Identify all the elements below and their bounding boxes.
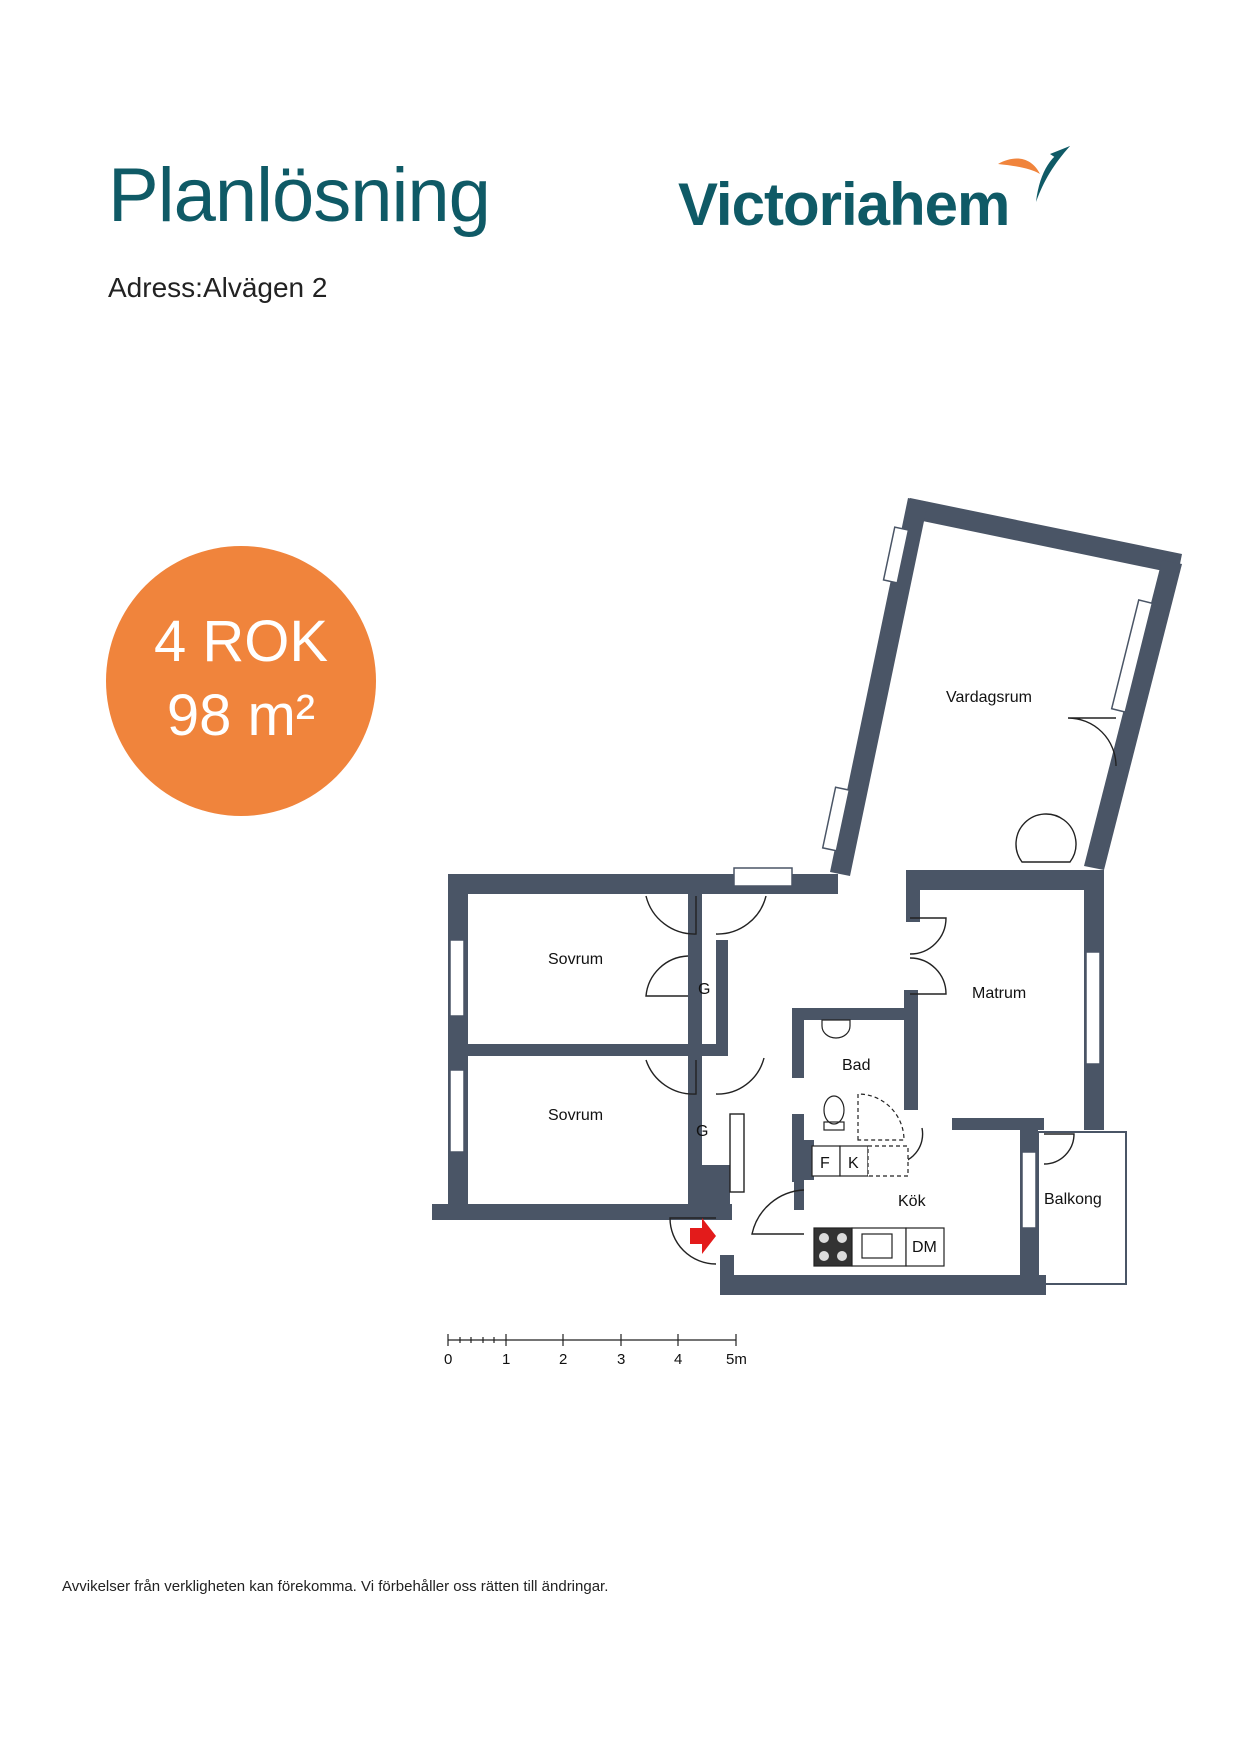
kitchen-sink-icon (861, 1233, 893, 1259)
kitchen-wall-left (794, 1180, 804, 1210)
door-closet1 (645, 955, 689, 997)
logo-swoosh-icon (998, 146, 1070, 202)
window-dining (1085, 951, 1101, 1065)
door-bedroom1 (645, 895, 697, 935)
sink-icon (821, 1019, 851, 1039)
closet-wall-2 (716, 940, 728, 1056)
window-living-left-top (882, 526, 910, 584)
badge-rooms: 4 ROK (153, 609, 329, 674)
burner-icon (837, 1251, 847, 1261)
closet-wall (688, 894, 702, 1220)
scale-bar (447, 1334, 737, 1346)
scale-label-2: 2 (559, 1351, 567, 1368)
dining-wall-top (906, 870, 1104, 890)
scale-label-4: 4 (674, 1351, 682, 1368)
door-dining-1 (909, 917, 947, 955)
door-living-1 (1067, 717, 1117, 767)
door-bedroom2-b (715, 1057, 765, 1095)
dishwasher-box (905, 1227, 945, 1267)
bath-fixtures (821, 1019, 905, 1141)
living-wall-right (1084, 560, 1182, 870)
kitchen-wall-bottom (720, 1275, 1038, 1295)
living-wall-left (830, 498, 928, 876)
address-value: Alvägen 2 (202, 272, 328, 303)
page-title: Planlösning (108, 153, 491, 238)
label-bathroom: Bad (842, 1057, 870, 1074)
door-balcony (1043, 1133, 1075, 1165)
living-wall-top (908, 498, 1182, 574)
window-bedroom2 (449, 1069, 465, 1153)
window-kitchen (1021, 1151, 1037, 1229)
bath-wall-left-2 (792, 1114, 804, 1182)
label-freezer: K (848, 1155, 859, 1172)
label-dishwasher: DM (912, 1239, 937, 1256)
scale-label-0: 0 (444, 1351, 452, 1368)
label-balcony: Balkong (1044, 1191, 1102, 1208)
doors (645, 717, 1117, 1265)
burner-icon (819, 1233, 829, 1243)
stove-burners (819, 1233, 847, 1261)
dining-inner-wall (904, 990, 918, 1110)
door-dining-2 (909, 957, 947, 995)
walls (432, 498, 1182, 1295)
label-kitchen: Kök (898, 1193, 927, 1210)
windows (449, 526, 1154, 1229)
bath-wall-top (792, 1008, 906, 1020)
scale-label-5: 5m (726, 1351, 747, 1368)
footer-disclaimer: Avvikelser från verkligheten kan förekom… (62, 1578, 609, 1595)
door-living-2 (1015, 813, 1077, 863)
window-living-left-bottom (821, 786, 851, 852)
toilet-icon (823, 1095, 845, 1125)
burner-icon (837, 1233, 847, 1243)
scale-label-1: 1 (502, 1351, 510, 1368)
address-label: Adress: (108, 272, 203, 303)
label-bedroom-2: Sovrum (548, 1107, 603, 1124)
scale-label-3: 3 (617, 1351, 625, 1368)
badge-area: 98 m² (166, 683, 316, 748)
burner-icon (819, 1251, 829, 1261)
bedroom-divider (448, 1044, 728, 1056)
label-wardrobe-1: G (698, 981, 710, 998)
window-bedroom-top (733, 867, 793, 887)
label-bedroom-1: Sovrum (548, 951, 603, 968)
label-fridge: F (820, 1155, 830, 1172)
bath-wall-left (792, 1008, 804, 1078)
bath-wall-bottom (804, 1140, 814, 1180)
door-bedroom1-b (715, 895, 767, 935)
window-bedroom1 (449, 939, 465, 1017)
kitchen-appliances (811, 1145, 945, 1267)
dining-divider (906, 870, 920, 922)
window-living-right (1110, 599, 1154, 713)
door-kitchen (751, 1189, 805, 1235)
apartment-badge: 4 ROK 98 m² (106, 546, 376, 816)
counter-box (867, 1145, 909, 1177)
closet-block (688, 1165, 730, 1205)
door-bedroom2 (645, 1059, 697, 1095)
logo-text: Victoriahem (678, 171, 1010, 238)
label-dining: Matrum (972, 985, 1026, 1002)
entrance-arrow-icon (690, 1218, 716, 1254)
hall-cabinet (729, 1113, 745, 1193)
toilet-tank (823, 1121, 845, 1131)
stove-icon (813, 1227, 853, 1267)
fridge-box (811, 1145, 841, 1177)
door-entrance (669, 1217, 717, 1265)
victoriahem-logo: Victoriahem (678, 140, 1078, 240)
address-line: Adress:Alvägen 2 (108, 272, 327, 304)
shower-icon (857, 1093, 905, 1141)
label-living: Vardagsrum (946, 689, 1032, 706)
balcony-outline (1037, 1131, 1127, 1285)
label-wardrobe-2: G (696, 1123, 708, 1140)
bedroom-wall-bottom (432, 1204, 732, 1220)
